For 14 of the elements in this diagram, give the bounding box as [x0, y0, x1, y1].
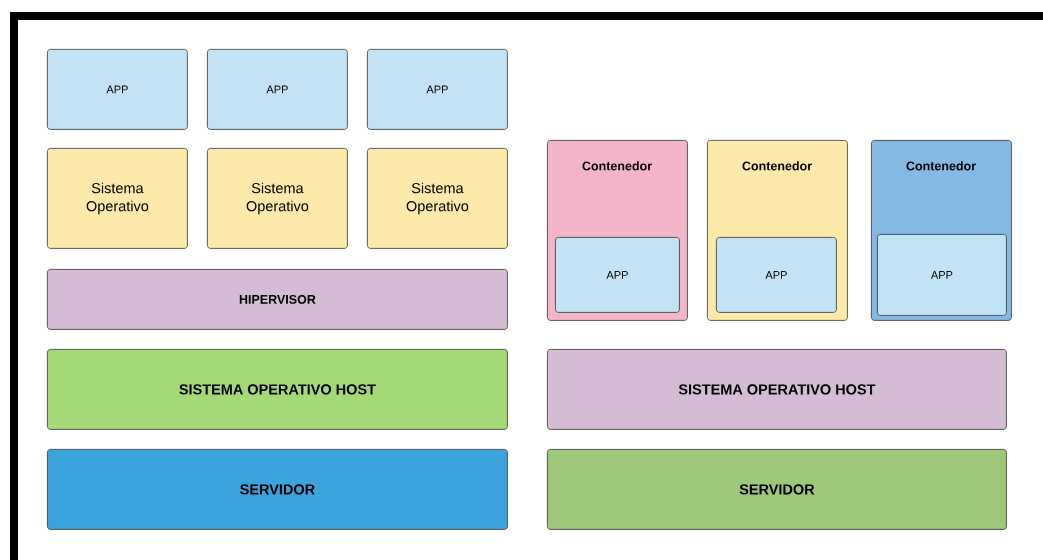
host-os-box: SISTEMA OPERATIVO HOST [547, 349, 1007, 430]
app-box: APP [555, 237, 680, 313]
app-box: APP [367, 49, 508, 130]
hypervisor-box: HIPERVISOR [47, 269, 508, 330]
app-box: APP [207, 49, 348, 130]
server-box: SERVIDOR [547, 449, 1007, 530]
os-box: Sistema Operativo [47, 148, 188, 249]
server-box: SERVIDOR [47, 449, 508, 530]
app-box: APP [716, 237, 837, 313]
os-box: Sistema Operativo [367, 148, 508, 249]
app-box: APP [877, 234, 1007, 316]
host-os-box: SISTEMA OPERATIVO HOST [47, 349, 508, 430]
os-box: Sistema Operativo [207, 148, 348, 249]
app-box: APP [47, 49, 188, 130]
